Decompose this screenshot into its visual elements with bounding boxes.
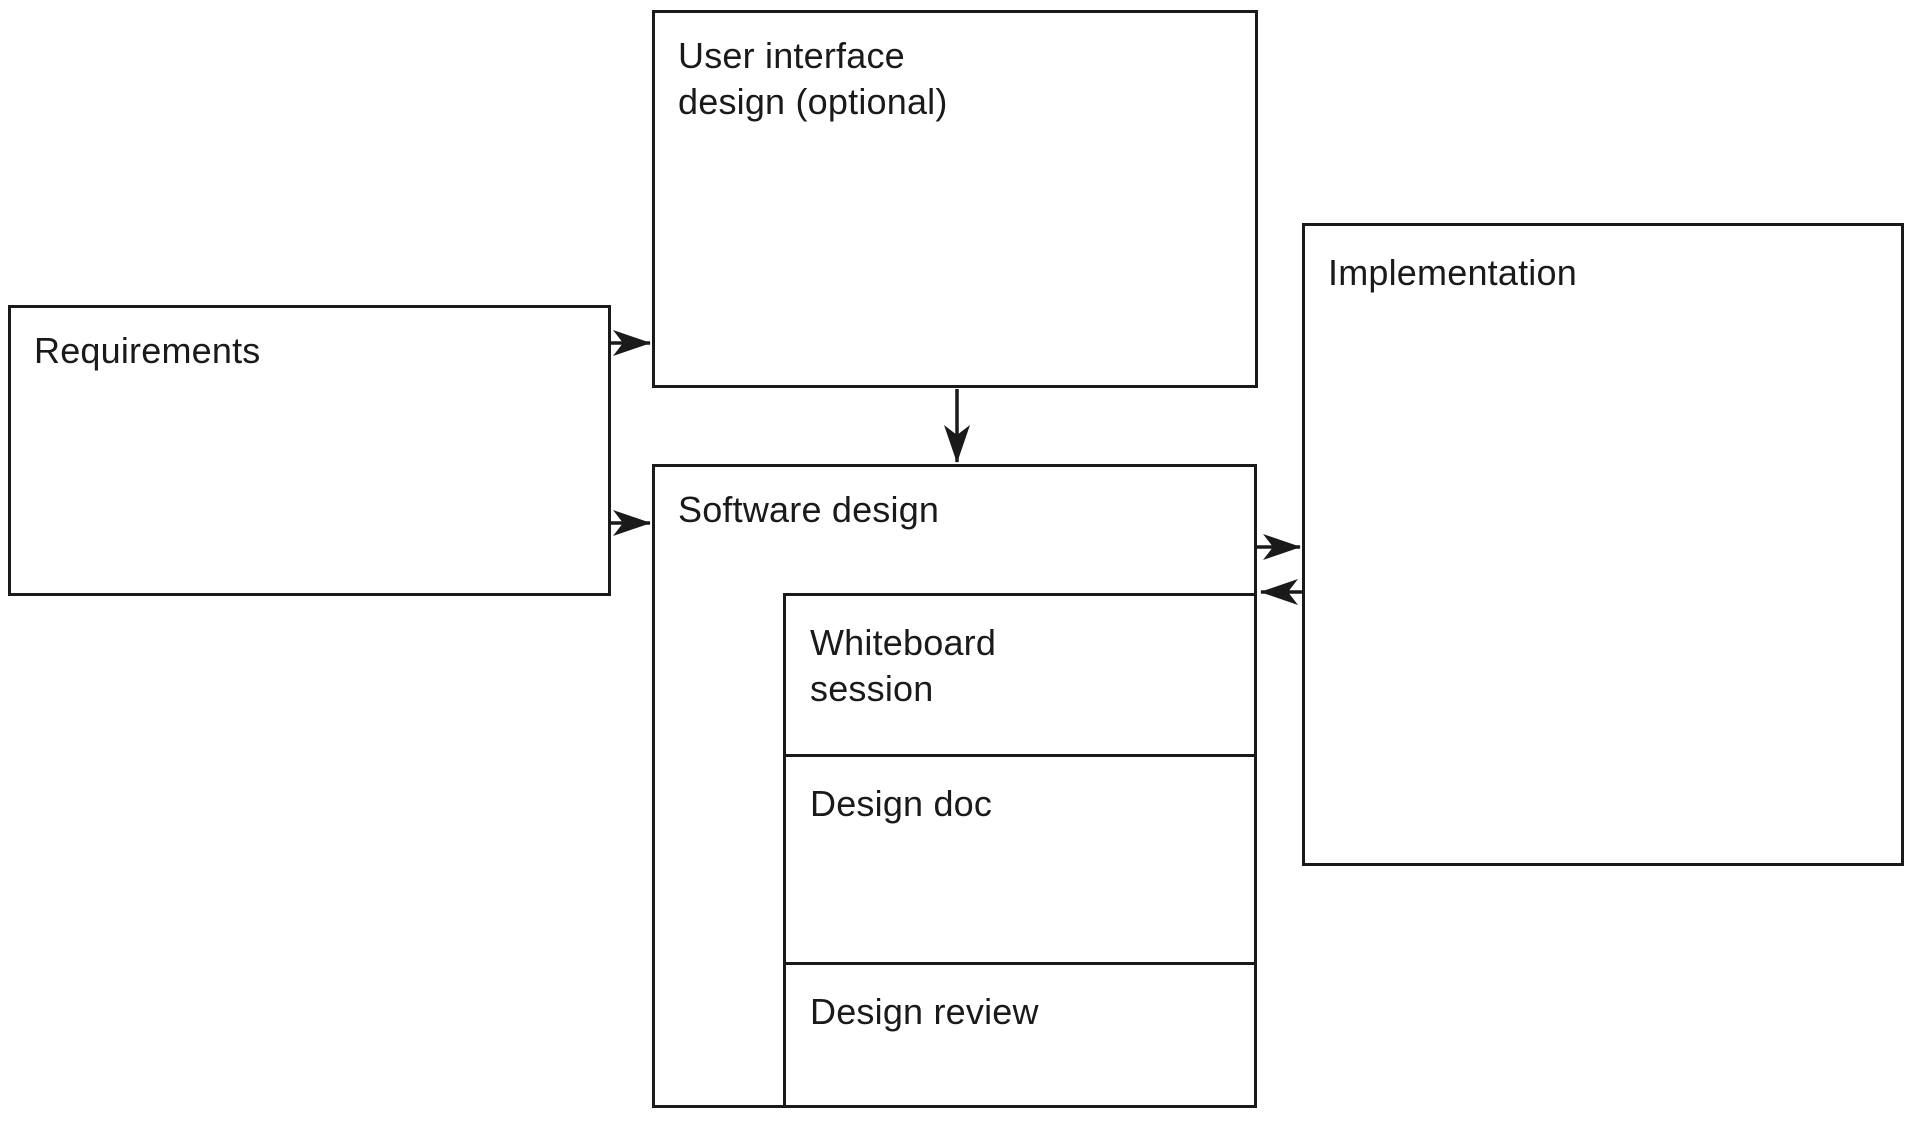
node-design-doc: Design doc (783, 754, 1257, 965)
node-whiteboard-session-label: Whiteboard session (810, 622, 997, 709)
node-implementation: Implementation (1302, 223, 1904, 866)
node-implementation-label: Implementation (1328, 252, 1577, 293)
node-design-review-label: Design review (810, 991, 1039, 1032)
node-design-review: Design review (783, 962, 1257, 1108)
node-whiteboard-session: Whiteboard session (783, 593, 1257, 757)
node-software-design-label: Software design (678, 489, 940, 530)
node-requirements: Requirements (8, 305, 611, 596)
node-requirements-label: Requirements (34, 330, 261, 371)
node-user-interface-design: User interface design (optional) (652, 10, 1258, 388)
node-design-doc-label: Design doc (810, 783, 993, 824)
node-user-interface-design-label: User interface design (optional) (678, 35, 948, 122)
